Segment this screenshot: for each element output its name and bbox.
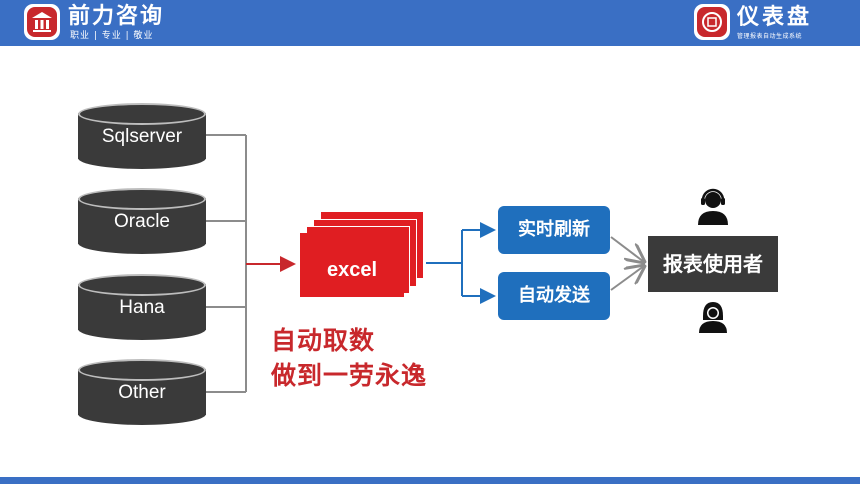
male-user-icon	[698, 188, 728, 225]
database-label: Other	[118, 382, 166, 403]
database-label: Oracle	[114, 211, 170, 232]
report-logo-icon	[694, 4, 730, 40]
database-icon	[78, 188, 206, 210]
brand-logo-left: 前力咨询 职业 | 专业 | 敬业	[24, 4, 199, 42]
database-icon	[78, 103, 206, 125]
database-hana: Hana	[78, 274, 206, 340]
brand-name-left: 前力咨询	[68, 4, 165, 29]
caption-line-1: 自动取数	[271, 326, 376, 355]
brand-tagline-left: 职业 | 专业 | 敬业	[70, 31, 154, 41]
footer-bar	[0, 477, 860, 484]
brand-name-right: 仪表盘	[737, 5, 813, 30]
excel-label: excel	[326, 259, 378, 281]
caption-line-2: 做到一劳永逸	[271, 361, 428, 390]
database-label: Hana	[119, 297, 165, 318]
female-user-icon	[699, 302, 727, 333]
database-other: Other	[78, 359, 206, 425]
report-users-box: 报表使用者	[648, 236, 778, 292]
database-icon	[78, 274, 206, 296]
database-label: Sqlserver	[101, 126, 183, 147]
building-logo-icon	[24, 4, 60, 40]
database-sqlserver: Sqlserver	[78, 103, 206, 169]
database-icon	[78, 359, 206, 381]
database-oracle: Oracle	[78, 188, 206, 254]
auto-send-box: 自动发送	[498, 272, 610, 320]
brand-logo-right: 仪表盘 管理报表自动生成系统	[694, 4, 834, 42]
realtime-refresh-box: 实时刷新	[498, 206, 610, 254]
brand-tagline-right: 管理报表自动生成系统	[737, 33, 803, 40]
header-bar: 前力咨询 职业 | 专业 | 敬业 仪表盘 管理报表自动生成系统	[0, 0, 860, 46]
